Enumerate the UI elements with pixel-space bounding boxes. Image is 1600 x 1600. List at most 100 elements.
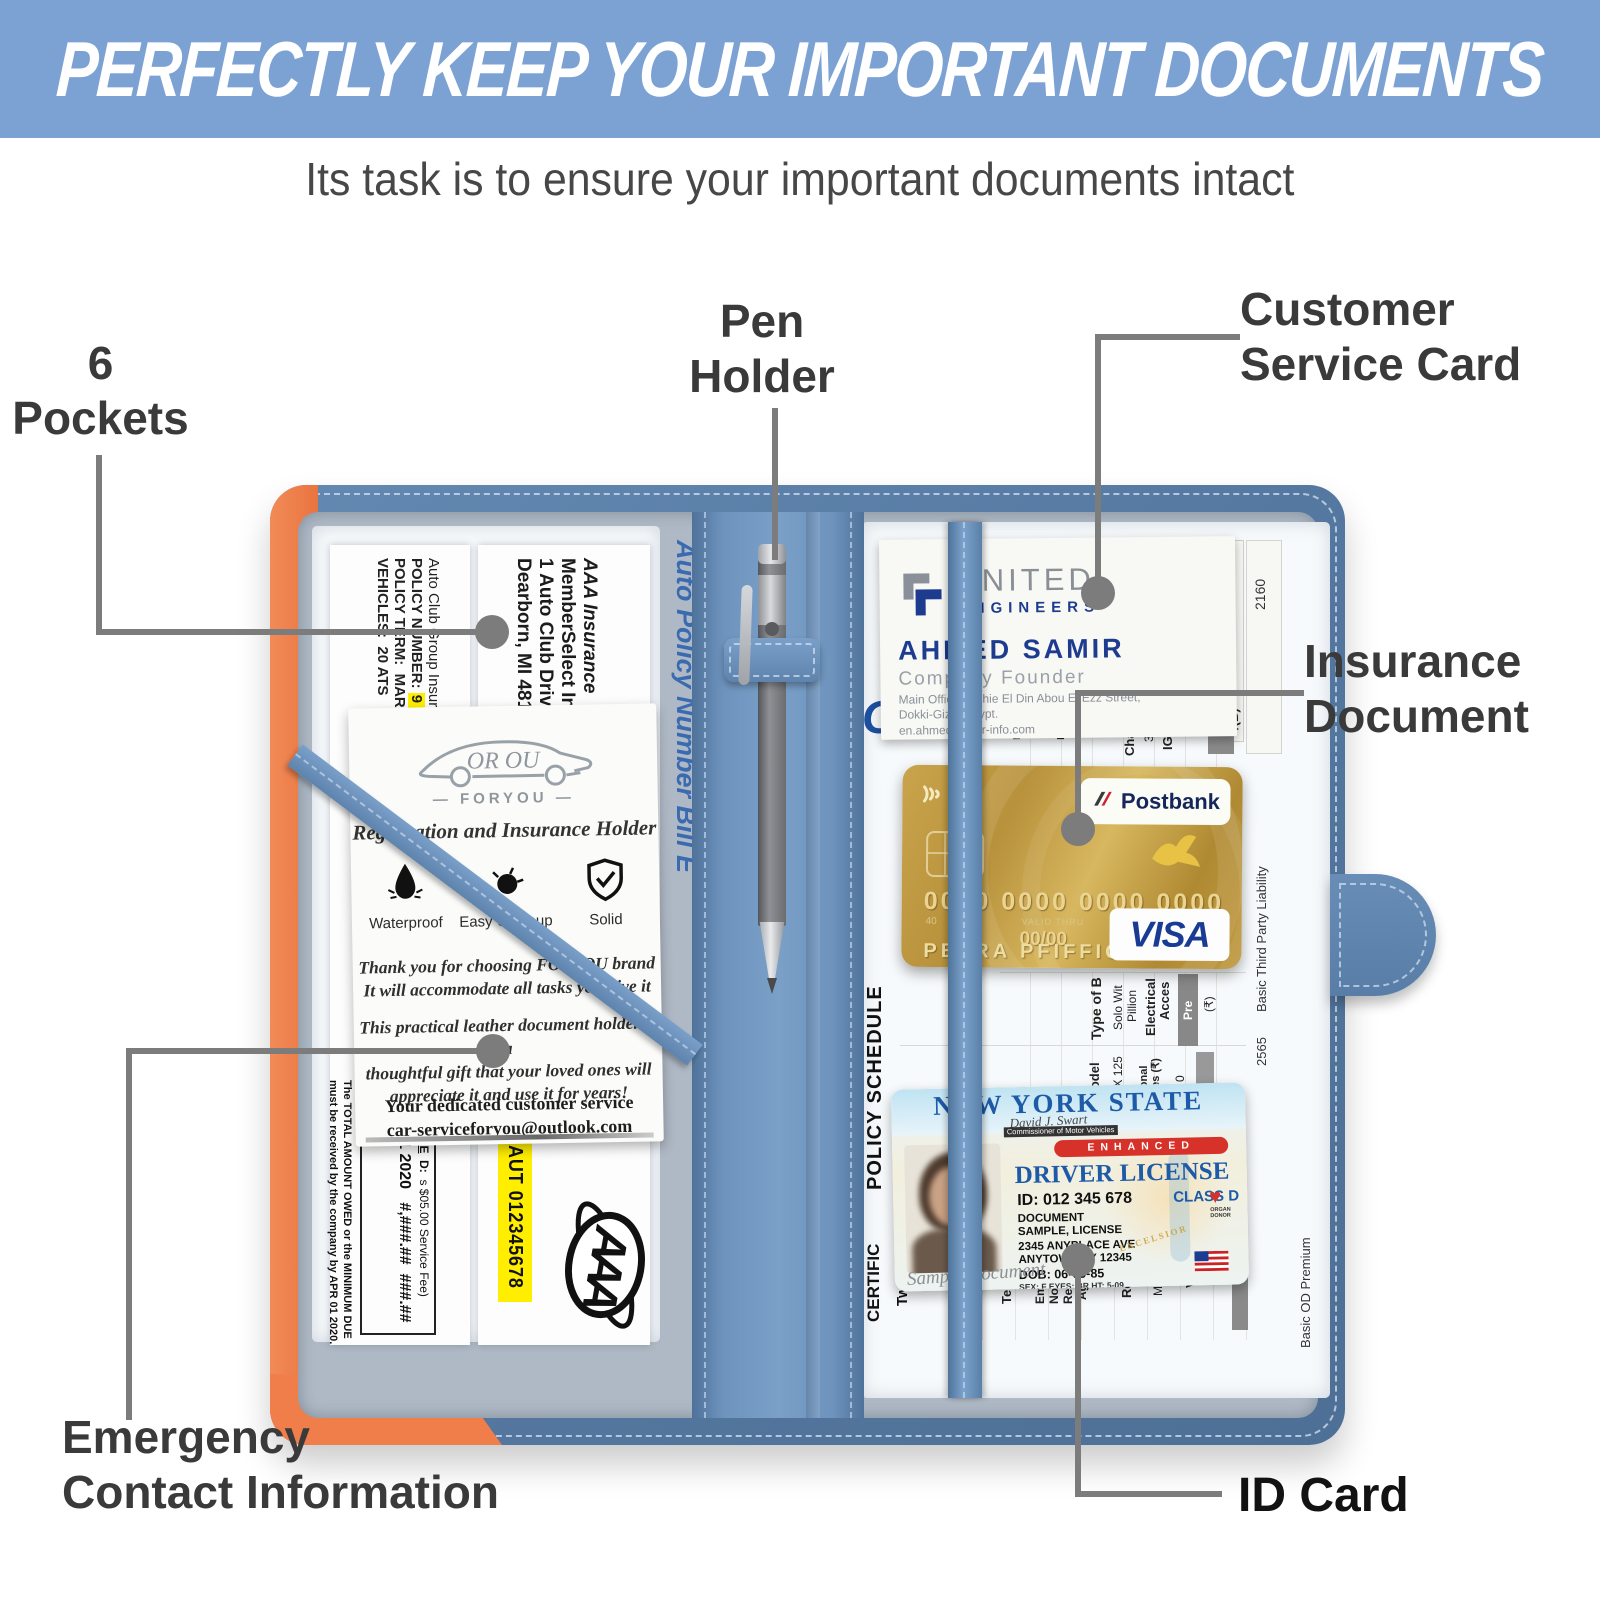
valid-thru-label: VALID THRU: [1021, 916, 1085, 928]
license-title: DRIVER LICENSE: [1014, 1157, 1230, 1190]
license-class: CLASS D: [1173, 1187, 1240, 1206]
pockets-word: Pockets: [12, 392, 189, 444]
doc-number: 2160: [1252, 578, 1268, 610]
subtitle: Its task is to ensure your important doc…: [0, 152, 1600, 207]
vehicles-value: 20 ATS: [374, 646, 391, 696]
pockets-count: 6: [87, 337, 114, 389]
label-pen-holder: Pen Holder: [652, 294, 872, 404]
car-logo-icon: OR OU: [408, 726, 599, 791]
fine-print-line: The TOTAL AMOUNT OWED or the MINIMUM DUE…: [327, 1080, 353, 1345]
shield-check-icon: [583, 858, 627, 909]
box-amount2: ###.##: [396, 1273, 413, 1323]
col-zero2: 0: [1173, 1075, 1187, 1082]
customer-callout-hline: [1098, 334, 1240, 340]
heart-icon: ♥: [1209, 1185, 1222, 1209]
gray-cell-2: [1178, 974, 1198, 1046]
enhanced-badge: ENHANCED: [1054, 1136, 1229, 1158]
visa-logo-text: VISA: [1129, 913, 1210, 955]
table-divider-mid: [900, 1045, 1246, 1046]
pockets-callout-vline: [96, 455, 102, 633]
credit-card: Postbank 0000 0000 0000 0000 40 VALID TH…: [901, 764, 1243, 970]
droplet-icon: [383, 863, 427, 912]
pen-tip-point: [767, 978, 777, 994]
svg-text:OR OU: OR OU: [467, 747, 542, 774]
pen-word: Pen: [719, 295, 805, 347]
business-card: UNITED ENGINEERS AHMED SAMIR Company Fou…: [878, 536, 1238, 740]
feature-waterproof-label: Waterproof: [368, 914, 443, 933]
liability-side-text: Basic Third Party Liability: [1254, 866, 1269, 1012]
united-engineers-logo-icon: [897, 567, 948, 622]
col-type-of-b: Type of B: [1088, 977, 1104, 1040]
person-role: Company Founder: [898, 666, 1086, 690]
feature-solid-label: Solid: [589, 910, 623, 929]
vehicles-label: VEHICLES:: [374, 558, 391, 639]
subtitle-text: Its task is to ensure your important doc…: [305, 153, 1295, 205]
side-2565: 2565: [1254, 1037, 1269, 1066]
contact-info-words: Contact Information: [62, 1466, 499, 1518]
pen-callout-vline: [772, 408, 778, 560]
commissioner-label: Commissioner of Motor Vehicles: [1003, 1124, 1118, 1137]
policy-term-label: POLICY TERM:: [391, 558, 408, 666]
policy-schedule-title: POLICY SCHEDULE: [864, 985, 886, 1190]
brand-name: FORYOU: [459, 789, 548, 808]
driver-license: NEW YORK STATE David J. Swart Commission…: [890, 1082, 1250, 1292]
center-spine: [692, 512, 864, 1418]
person-name: AHMED SAMIR: [897, 633, 1125, 666]
service-fee: s $05.00 Service Fee): [417, 1179, 431, 1297]
license-id: ID: 012 345 678: [1017, 1189, 1133, 1210]
insurance-callout-dot: [1061, 812, 1095, 846]
card-subnumber: 40: [925, 915, 937, 928]
gray-cell-1: [1208, 736, 1234, 754]
col-basic-od: Basic OD Premium: [1298, 1237, 1313, 1348]
aaa-logo-icon: AAA: [544, 1187, 667, 1342]
emergency-callout-vline: [126, 1048, 132, 1420]
closure-tab: [1330, 874, 1436, 996]
page-title: PERFECTLY KEEP YOUR IMPORTANT DOCUMENTS: [54, 25, 1546, 113]
feature-solid: Solid: [557, 855, 654, 929]
customer-callout-vline: [1095, 334, 1101, 596]
service-card-words: Service Card: [1240, 338, 1522, 390]
brand-card: OR OU — FORYOU — Registration and Insura…: [348, 703, 664, 1147]
us-flag-icon: [1194, 1250, 1229, 1277]
feature-waterproof: Waterproof: [357, 859, 454, 933]
policy-plate-highlight: AUT 012345678: [498, 1132, 532, 1302]
id-callout-dot: [1061, 1243, 1095, 1277]
box-label: D:: [417, 1160, 431, 1173]
col-acces: Acces: [1157, 981, 1172, 1020]
label-id-card: ID Card: [1238, 1469, 1409, 1522]
cleanup-icon: [483, 867, 527, 911]
holder-word: Holder: [689, 350, 835, 402]
pen-brand-dot: [765, 622, 779, 636]
box-amount1: #,###.##: [396, 1202, 413, 1265]
emergency-callout-hline: [126, 1048, 496, 1054]
insurance-callout-hline: [1078, 690, 1304, 696]
policy-plate-text: AUT 012345678: [504, 1145, 526, 1289]
eagle-icon: [1146, 829, 1204, 888]
feature-cleanup: Easy Cleanup: [457, 857, 554, 931]
header-banner: PERFECTLY KEEP YOUR IMPORTANT DOCUMENTS: [0, 0, 1600, 138]
id-callout-hline: [1075, 1491, 1222, 1497]
customer-callout-dot: [1081, 576, 1115, 610]
visa-logo: VISA: [1109, 908, 1230, 962]
label-emergency-contact: Emergency Contact Information: [62, 1410, 522, 1520]
label-insurance-document: Insurance Document: [1304, 634, 1600, 744]
brand-name-row: — FORYOU —: [432, 788, 575, 809]
postbank-logo-icon: [1091, 787, 1115, 816]
col-certific: CERTIFIC: [864, 1243, 883, 1322]
right-elastic-strap: [948, 522, 982, 1398]
col-rupee2: (₹): [1202, 996, 1216, 1012]
policy-number-label: POLICY NUMBER:: [408, 558, 425, 693]
label-customer-service-card: Customer Service Card: [1240, 282, 1590, 392]
emergency-word: Emergency: [62, 1411, 311, 1463]
col-pre: Pre: [1181, 1000, 1195, 1020]
insurance-word: Insurance: [1304, 635, 1522, 687]
emergency-callout-dot: [476, 1034, 510, 1068]
bill-fine-print: The TOTAL AMOUNT OWED or the MINIMUM DUE…: [312, 1080, 354, 1345]
pen-collar: [758, 575, 786, 625]
contactless-icon: [918, 779, 948, 814]
document-word: Document: [1304, 690, 1529, 742]
customer-word: Customer: [1240, 283, 1455, 335]
form-column-frame-2: [1246, 540, 1282, 754]
